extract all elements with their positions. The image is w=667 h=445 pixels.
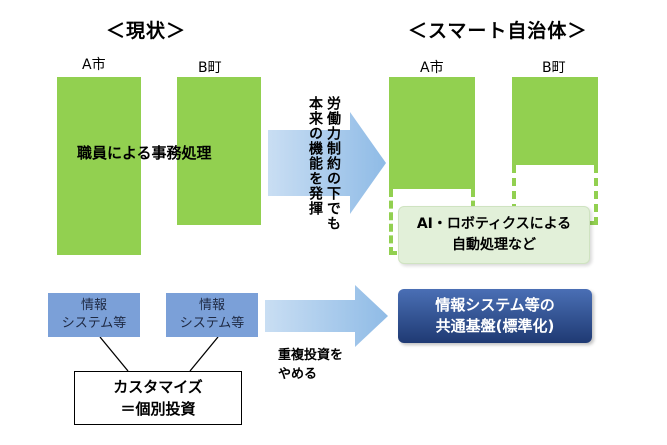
connector-line-a	[99, 336, 129, 372]
smart-city-a-label: A市	[420, 60, 444, 76]
smart-city-a-staff-block	[389, 77, 475, 189]
current-title: ＜現状＞	[106, 20, 187, 42]
upper-arrow	[268, 112, 386, 214]
city-b-label: B町	[198, 60, 222, 76]
info-system-b: 情報 システム等	[166, 293, 258, 337]
connector-line-b	[189, 336, 219, 372]
ai-box-line1: AI・ロボティクスによる	[416, 216, 572, 232]
info-system-a: 情報 システム等	[48, 293, 140, 337]
staff-processing-label: 職員による事務処理	[77, 144, 212, 162]
info-system-b-line1: 情報	[198, 298, 225, 313]
common-base-line2: 共通基盤(標準化)	[435, 317, 555, 335]
customize-line2: ＝個別投資	[120, 400, 196, 418]
smart-city-b-staff-block	[512, 77, 598, 165]
common-base-box: 情報システム等の 共通基盤(標準化)	[398, 289, 592, 343]
ai-robotics-box: AI・ロボティクスによる 自動処理など	[398, 206, 590, 264]
common-base-line1: 情報システム等の	[435, 296, 555, 314]
arrow-text-col1: 本来の機能を発揮	[307, 96, 323, 216]
lower-arrow-text: 重複投資を やめる	[278, 346, 343, 384]
lower-arrow-text-line1: 重複投資を	[278, 348, 344, 363]
arrow-text-col2: 労働力制約の下でも	[325, 96, 341, 231]
info-system-b-line2: システム等	[179, 316, 245, 331]
ai-box-line2: 自動処理など	[452, 237, 536, 253]
customize-line1: カスタマイズ	[113, 378, 203, 396]
lower-arrow-text-line2: やめる	[278, 367, 318, 382]
customize-box: カスタマイズ ＝個別投資	[74, 371, 242, 425]
smart-city-b-label: B町	[542, 60, 566, 76]
city-b-staff-block	[177, 77, 261, 225]
city-a-staff-block	[57, 77, 141, 255]
lower-arrow	[265, 285, 388, 347]
smart-title: ＜スマート自治体＞	[408, 20, 588, 42]
info-system-a-line2: システム等	[61, 316, 127, 331]
info-system-a-line1: 情報	[80, 298, 107, 313]
city-a-label: A市	[82, 57, 106, 73]
